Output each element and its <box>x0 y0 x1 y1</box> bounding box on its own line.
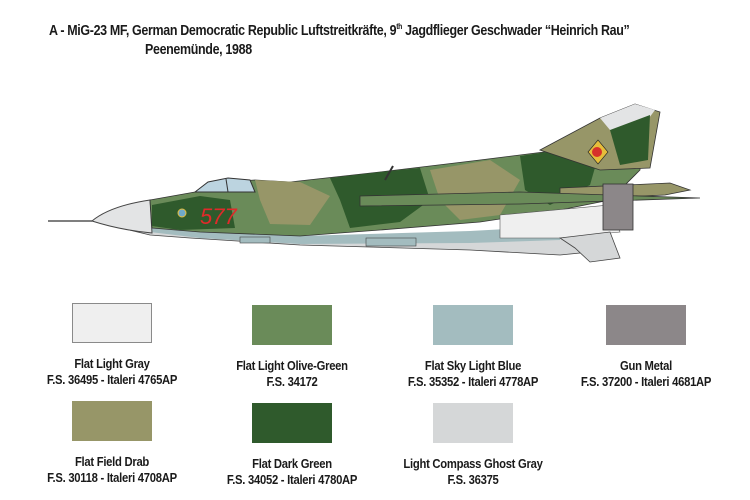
color-swatch-flat-light-gray: Flat Light Gray F.S. 36495 - Italeri 476… <box>22 303 202 388</box>
swatch-code: F.S. 34052 - Italeri 4780AP <box>226 473 358 487</box>
swatch-code: F.S. 36375 <box>447 473 499 487</box>
swatch-color-box <box>433 305 513 345</box>
title-superscript: th <box>396 22 403 31</box>
gdr-insignia-icon <box>587 139 609 165</box>
tail-number-text: 577 <box>200 204 237 229</box>
swatch-code: F.S. 36495 - Italeri 4765AP <box>46 373 178 387</box>
swatch-color-box <box>252 305 332 345</box>
title-text: A - MiG-23 MF, German Democratic Republi… <box>49 22 397 39</box>
swatch-color-box <box>72 401 152 441</box>
color-swatch-gun-metal: Gun Metal F.S. 37200 - Italeri 4681AP <box>556 305 736 390</box>
swatch-name: Flat Field Drab <box>74 455 150 469</box>
page-subtitle: Peenemünde, 1988 <box>145 42 252 58</box>
swatch-name: Flat Dark Green <box>252 457 332 471</box>
aircraft-profile-illustration: 577 <box>48 103 701 263</box>
swatch-name: Flat Light Gray <box>74 357 150 371</box>
color-swatch-flat-field-drab: Flat Field Drab F.S. 30118 - Italeri 470… <box>22 401 202 486</box>
swatch-code: F.S. 34172 <box>266 375 318 389</box>
color-swatch-flat-light-olive-green: Flat Light Olive-Green F.S. 34172 <box>202 305 382 390</box>
color-swatch-flat-sky-light-blue: Flat Sky Light Blue F.S. 35352 - Italeri… <box>383 305 563 390</box>
color-swatch-flat-dark-green: Flat Dark Green F.S. 34052 - Italeri 478… <box>202 403 382 488</box>
page-title: A - MiG-23 MF, German Democratic Republi… <box>49 22 630 39</box>
title-text-suffix: Jagdflieger Geschwader “Heinrich Rau” <box>402 22 630 39</box>
swatch-code: F.S. 30118 - Italeri 4708AP <box>47 471 177 485</box>
swatch-color-box <box>72 303 152 343</box>
swatch-code: F.S. 37200 - Italeri 4681AP <box>580 375 712 389</box>
swatch-name: Flat Light Olive-Green <box>236 359 348 373</box>
swatch-color-box <box>606 305 686 345</box>
swatch-color-box <box>252 403 332 443</box>
swatch-name: Gun Metal <box>620 359 672 373</box>
swatch-color-box <box>433 403 513 443</box>
color-swatch-light-compass-ghost-gray: Light Compass Ghost Gray F.S. 36375 <box>383 403 563 488</box>
swatch-name: Flat Sky Light Blue <box>424 359 522 373</box>
swatch-code: F.S. 35352 - Italeri 4778AP <box>407 375 539 389</box>
swatch-name: Light Compass Ghost Gray <box>403 457 543 471</box>
